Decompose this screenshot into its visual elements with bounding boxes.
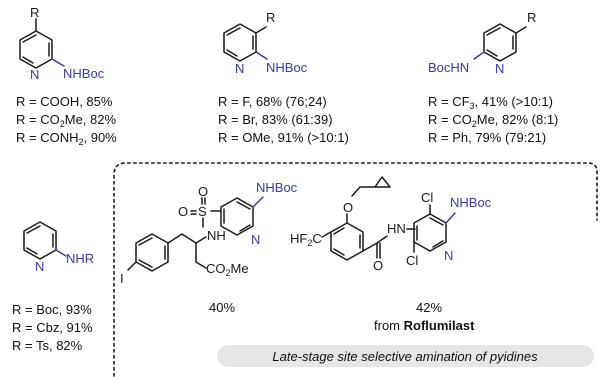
- nhboc-label: NHBoc: [256, 180, 298, 195]
- ring-nitrogen-label: N: [35, 259, 44, 274]
- r-group-label: R: [527, 10, 536, 25]
- nhboc-label: NHBoc: [63, 66, 105, 81]
- compound-3-structure: R N BocHN: [428, 10, 536, 76]
- result-line: R = CONH2, 90%: [16, 130, 117, 147]
- result-line: R = CF3, 41% (>10:1): [428, 94, 553, 111]
- compound-3-results: R = CF3, 41% (>10:1) R = CO2Me, 82% (8:1…: [428, 94, 558, 145]
- oxygen-label: O: [343, 200, 353, 215]
- ring-nitrogen-label: N: [495, 61, 504, 76]
- compound-5-structure: I CO2Me NH S O O N NHBoc: [120, 180, 298, 286]
- ring-nitrogen-label: N: [251, 232, 260, 247]
- difluoromethyl-label: HF2C: [290, 231, 322, 248]
- result-line: R = F, 68% (76;24): [218, 94, 327, 109]
- r-group-label: R: [266, 10, 275, 25]
- nhboc-label: NHBoc: [450, 195, 492, 210]
- nhr-label: NHR: [66, 251, 94, 266]
- amide-hn-label: HN: [387, 221, 406, 236]
- bochn-label: BocHN: [428, 60, 469, 75]
- iodine-label: I: [120, 271, 124, 286]
- chlorine-label: Cl: [421, 190, 433, 205]
- result-line: R = Br, 83% (61:39): [218, 112, 333, 127]
- ring-nitrogen-label: N: [235, 61, 244, 76]
- oxygen-label: O: [198, 184, 208, 199]
- result-line: R = Cbz, 91%: [12, 320, 93, 335]
- yield-42: 42%: [416, 300, 442, 315]
- result-line: R = Boc, 93%: [12, 302, 92, 317]
- compound-4-results: R = Boc, 93% R = Cbz, 91% R = Ts, 82%: [12, 302, 93, 353]
- oxygen-label: O: [178, 204, 188, 219]
- compound-2-structure: R N NHBoc: [223, 10, 308, 76]
- oxygen-label: O: [373, 258, 383, 273]
- r-group-label: R: [30, 5, 39, 20]
- nh-label: NH: [207, 228, 226, 243]
- ring-nitrogen-label: N: [444, 248, 453, 263]
- from-roflumilast: from Roflumilast: [374, 318, 475, 333]
- result-line: R = Ph, 79% (79:21): [428, 130, 546, 145]
- sulfur-label: S: [198, 204, 207, 219]
- result-line: R = Ts, 82%: [12, 338, 83, 353]
- result-line: R = CO2Me, 82% (8:1): [428, 112, 558, 129]
- nhboc-label: NHBoc: [266, 60, 308, 75]
- ring-nitrogen-label: N: [30, 67, 39, 82]
- result-line: R = COOH, 85%: [16, 94, 113, 109]
- dashed-separator: [113, 162, 598, 377]
- compound-1-structure: R N NHBoc: [19, 5, 105, 82]
- ester-label: CO2Me: [206, 261, 249, 278]
- summary-banner-text: Late-stage site selective amination of p…: [272, 349, 538, 364]
- compound-1-results: R = COOH, 85% R = CO2Me, 82% R = CONH2, …: [16, 94, 117, 147]
- summary-banner: [217, 345, 594, 367]
- compound-2-results: R = F, 68% (76;24) R = Br, 83% (61:39) R…: [218, 94, 349, 145]
- yield-40: 40%: [209, 300, 235, 315]
- compound-6-structure: O HF2C O HN Cl Cl N NHBoc: [290, 176, 492, 273]
- chlorine-label: Cl: [406, 253, 418, 268]
- result-line: R = OMe, 91% (>10:1): [218, 130, 349, 145]
- compound-4-structure: N NHR: [23, 221, 94, 274]
- result-line: R = CO2Me, 82%: [16, 112, 116, 129]
